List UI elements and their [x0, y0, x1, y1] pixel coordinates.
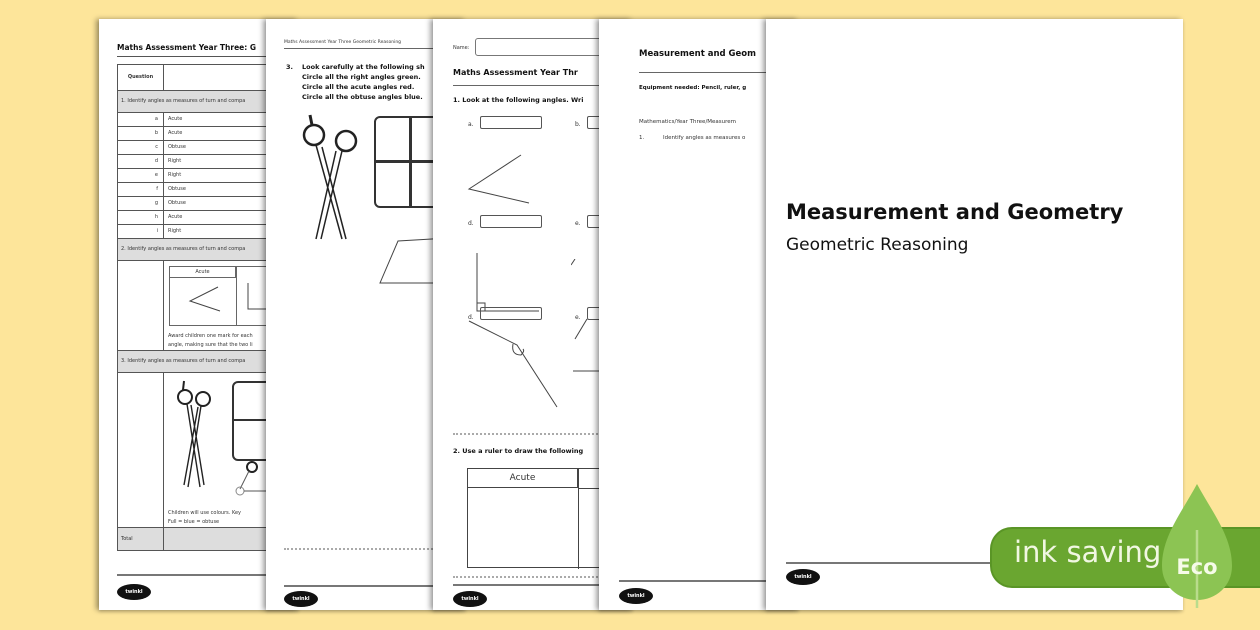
trapezium-drawing: [379, 236, 466, 284]
inner-table-header: Acute: [170, 267, 236, 278]
ink-saving-badge: ink saving Eco: [990, 484, 1260, 608]
question-text: Look carefully at the following sh: [302, 63, 425, 71]
row-letter: d: [118, 155, 164, 168]
divider: [284, 48, 466, 49]
twinkl-logo: twinkl: [786, 569, 820, 585]
row-answer: Acute: [168, 130, 183, 136]
row-letter: f: [118, 183, 164, 196]
eco-label: Eco: [1176, 555, 1217, 579]
twinkl-logo: twinkl: [117, 584, 151, 600]
item-number: 1.: [639, 135, 645, 141]
section-header: 3. Identify angles as measures of turn a…: [118, 351, 299, 373]
angle-label: e.: [575, 314, 581, 321]
row-letter: h: [118, 211, 164, 224]
angle-label: d.: [468, 314, 474, 321]
row-answer: Right: [168, 172, 182, 178]
cover-subtitle: Geometric Reasoning: [786, 235, 969, 255]
badge-text: ink saving: [1014, 535, 1162, 569]
angle-label: d.: [468, 220, 474, 227]
row-answer: Right: [168, 228, 182, 234]
page-title: Measurement and Geom: [639, 49, 756, 59]
row-letter: a: [118, 113, 164, 126]
row-letter: e: [118, 169, 164, 182]
row-letter: i: [118, 225, 164, 238]
row-answer: Acute: [168, 116, 183, 122]
curriculum-path: Mathematics/Year Three/Measurem: [639, 119, 737, 125]
angle-circle-drawing: [235, 461, 274, 496]
row-answer: Acute: [168, 214, 183, 220]
colour-note: Children will use colours. Key: [168, 510, 242, 516]
award-note: angle, making sure that the two li: [168, 342, 253, 348]
footer-line: [284, 585, 466, 587]
twinkl-logo: twinkl: [453, 591, 487, 607]
answer-sheet-page: Maths Assessment Year Three: G Question …: [99, 19, 299, 610]
table-header-acute: Acute: [468, 469, 578, 488]
cover-title: Measurement and Geometry: [786, 200, 1124, 224]
row-letter: g: [118, 197, 164, 210]
footer-line: [619, 580, 799, 582]
footer-line: [786, 562, 1026, 564]
page-title: Maths Assessment Year Three: G: [117, 43, 257, 52]
divider: [639, 72, 799, 73]
footer-line: [117, 574, 299, 576]
section-header: 2. Identify angles as measures of turn a…: [118, 239, 299, 261]
row-answer: Obtuse: [168, 186, 186, 192]
leaf-icon: Eco: [1162, 484, 1232, 608]
angle-label: b.: [575, 121, 581, 128]
colour-note: Full = blue = obtuse: [168, 519, 220, 525]
twinkl-logo: twinkl: [619, 588, 653, 604]
right-angle-drawing: [247, 283, 270, 310]
angle-label: a.: [468, 121, 474, 128]
answer-table: Question 1. Identify angles as measures …: [117, 64, 299, 551]
row-letter: b: [118, 127, 164, 140]
angle-label: e.: [575, 220, 581, 227]
question-header: Question: [118, 65, 164, 90]
scissors-drawing: [302, 114, 358, 240]
twinkl-logo: twinkl: [284, 591, 318, 607]
acute-angle-drawing: [188, 286, 221, 312]
dotted-line: [453, 576, 633, 578]
answer-box[interactable]: [480, 307, 542, 320]
row-answer: Right: [168, 158, 182, 164]
name-field[interactable]: [475, 38, 633, 56]
page-title: Maths Assessment Year Thr: [453, 68, 578, 77]
award-note: Award children one mark for each: [168, 333, 253, 339]
question-text: Circle all the acute angles red.: [302, 83, 415, 91]
section-header: 1. Identify angles as measures of turn a…: [118, 91, 299, 113]
page-header: Maths Assessment Year Three Geometric Re…: [284, 40, 402, 45]
name-label: Name:: [453, 45, 470, 51]
scissors-drawing: [177, 380, 211, 488]
answer-box[interactable]: [480, 116, 542, 129]
curriculum-page: Measurement and Geom Equipment needed: P…: [599, 19, 799, 610]
dotted-line: [453, 433, 633, 435]
row-letter: c: [118, 141, 164, 154]
question-text: 1. Look at the following angles. Wri: [453, 96, 584, 104]
answer-box[interactable]: [480, 215, 542, 228]
row-answer: Obtuse: [168, 200, 186, 206]
equipment-text: Equipment needed: Pencil, ruler, g: [639, 85, 747, 91]
question-page-3: Maths Assessment Year Three Geometric Re…: [266, 19, 466, 610]
item-text: Identify angles as measures o: [663, 135, 746, 141]
acute-angle-drawing: [467, 154, 530, 204]
obtuse-angle-drawing: [468, 320, 558, 408]
footer-line: [453, 584, 633, 586]
divider: [117, 56, 299, 57]
dotted-line: [284, 548, 464, 550]
question-number: 3.: [286, 63, 293, 71]
total-label: Total: [118, 528, 164, 550]
question-text: 2. Use a ruler to draw the following: [453, 447, 584, 455]
divider: [453, 85, 633, 86]
question-text: Circle all the obtuse angles blue.: [302, 93, 423, 101]
cover-page: Measurement and Geometry Geometric Reaso…: [766, 19, 1183, 610]
row-answer: Obtuse: [168, 144, 186, 150]
question-text: Circle all the right angles green.: [302, 73, 421, 81]
